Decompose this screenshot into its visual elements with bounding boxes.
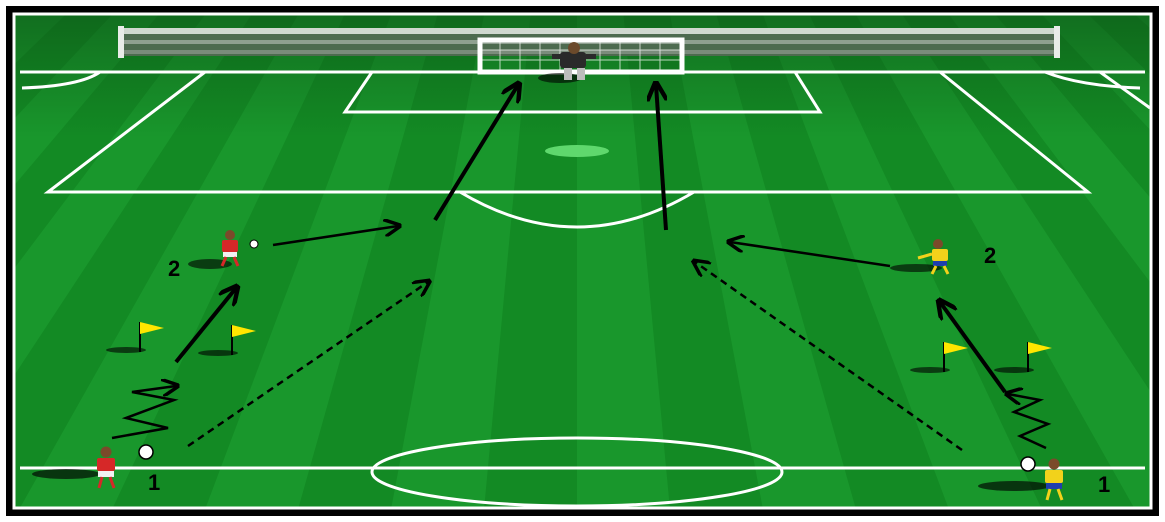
ball-right — [1021, 457, 1035, 471]
ball-left — [139, 445, 153, 459]
label-left-1: 1 — [148, 472, 160, 494]
label-right-2: 2 — [984, 245, 996, 267]
penalty-spot — [545, 145, 609, 157]
label-left-2: 2 — [168, 258, 180, 280]
label-right-1: 1 — [1098, 474, 1110, 496]
